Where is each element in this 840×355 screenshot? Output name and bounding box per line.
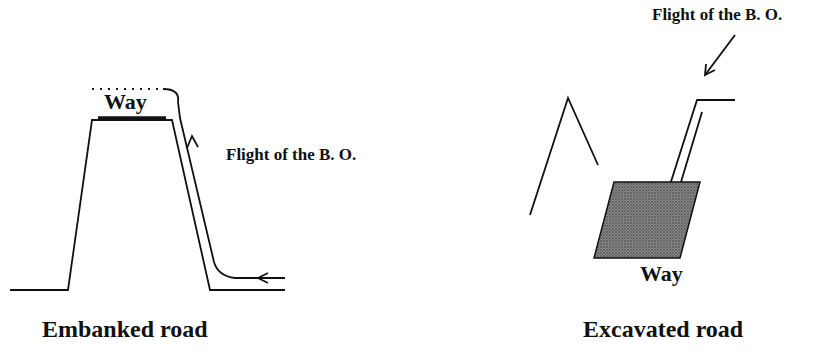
flight-path [163,89,285,278]
arrow-up [187,136,198,148]
arrow-head [705,64,715,75]
flight-label: Flight of the B. O. [652,6,782,25]
way-surface [98,116,166,120]
caption-label: Excavated road [583,316,743,342]
way-label: Way [104,90,147,114]
way-label: Way [640,262,683,286]
way-surface [594,182,700,258]
cut-wall-left [530,98,598,215]
caption-label: Embanked road [42,316,208,342]
arrow-left [258,273,268,283]
flight-arrow [705,35,735,75]
flight-label: Flight of the B. O. [226,146,356,165]
